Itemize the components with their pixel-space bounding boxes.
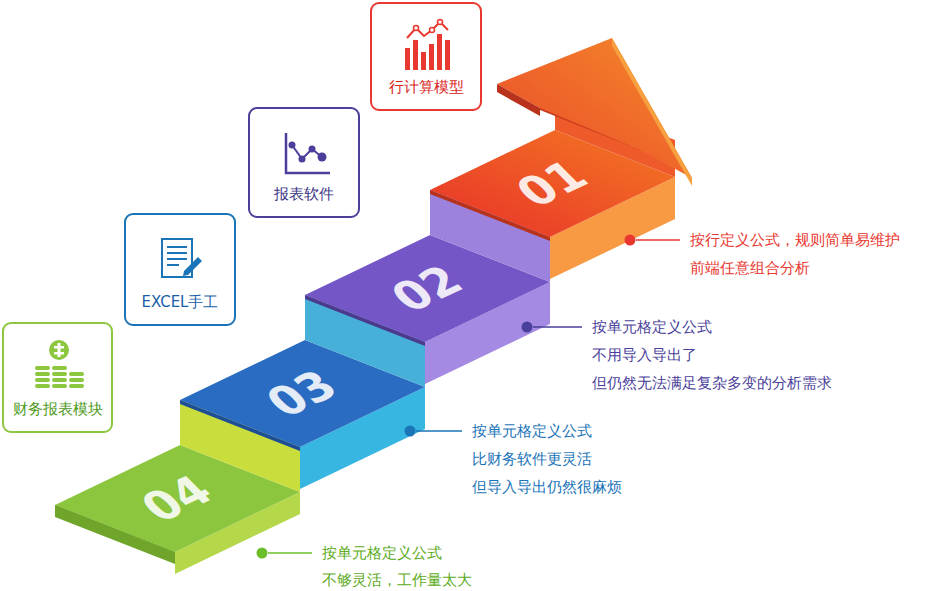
annotation-text: 但仍然无法满足复杂多变的分析需求 [592, 373, 832, 393]
box-label: EXCEL手工 [126, 292, 234, 312]
annotation-text: 不够灵活，工作量太大 [322, 570, 472, 590]
annotation-text: 按行定义公式，规则简单易维护 [690, 230, 900, 250]
icon-symbol [4, 330, 112, 400]
leader-line [533, 326, 582, 328]
icon-box: 报表软件 [248, 107, 360, 218]
annotation-text: 按单元格定义公式 [592, 317, 712, 337]
arrow-head [497, 38, 692, 178]
icon-symbol [372, 10, 480, 80]
icon-box: 财务报表模块 [2, 322, 113, 433]
annotation-text: 前端任意组合分析 [690, 258, 810, 278]
arrow-head-side [612, 38, 692, 186]
leader-lines [257, 235, 681, 559]
icon-box: EXCEL手工 [124, 213, 236, 326]
leader-dot [257, 548, 268, 559]
annotation-text: 不用导入导出了 [592, 345, 697, 365]
icon-box: 行计算模型 [370, 2, 482, 111]
annotation-text: 比财务软件更灵活 [472, 449, 592, 469]
annotation-text: 按单元格定义公式 [472, 421, 592, 441]
stair-steps [55, 130, 675, 574]
leader-dot [405, 426, 416, 437]
box-label: 行计算模型 [372, 77, 480, 97]
leader-line [416, 430, 462, 432]
leader-dot [625, 235, 636, 246]
box-label: 财务报表模块 [4, 399, 111, 419]
icon-symbol [126, 221, 234, 291]
annotation-text: 按单元格定义公式 [322, 543, 442, 563]
icon-symbol [250, 115, 358, 185]
leader-dot [522, 322, 533, 333]
annotation-text: 但导入导出仍然很麻烦 [472, 477, 622, 497]
leader-line [636, 239, 680, 241]
arrow-head-edge [497, 84, 540, 116]
box-label: 报表软件 [250, 184, 358, 204]
arrow-shape [497, 38, 692, 186]
leader-line [268, 552, 312, 554]
